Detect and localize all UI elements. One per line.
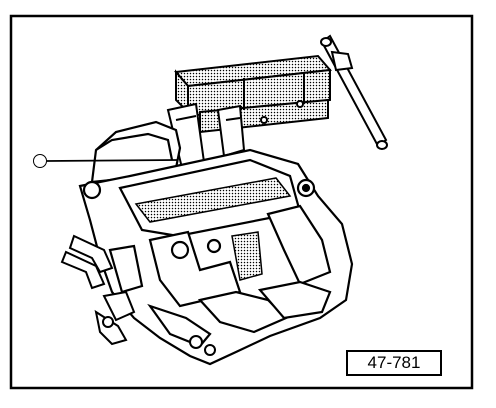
frame-border [9,14,474,390]
part-leader-line [46,159,179,162]
part-label-a: a [33,154,47,168]
tool-spindle [320,34,388,150]
brake-caliper-housing [78,120,354,366]
figure-number: 47-781 [346,350,442,376]
caliper-bracket [60,234,216,356]
